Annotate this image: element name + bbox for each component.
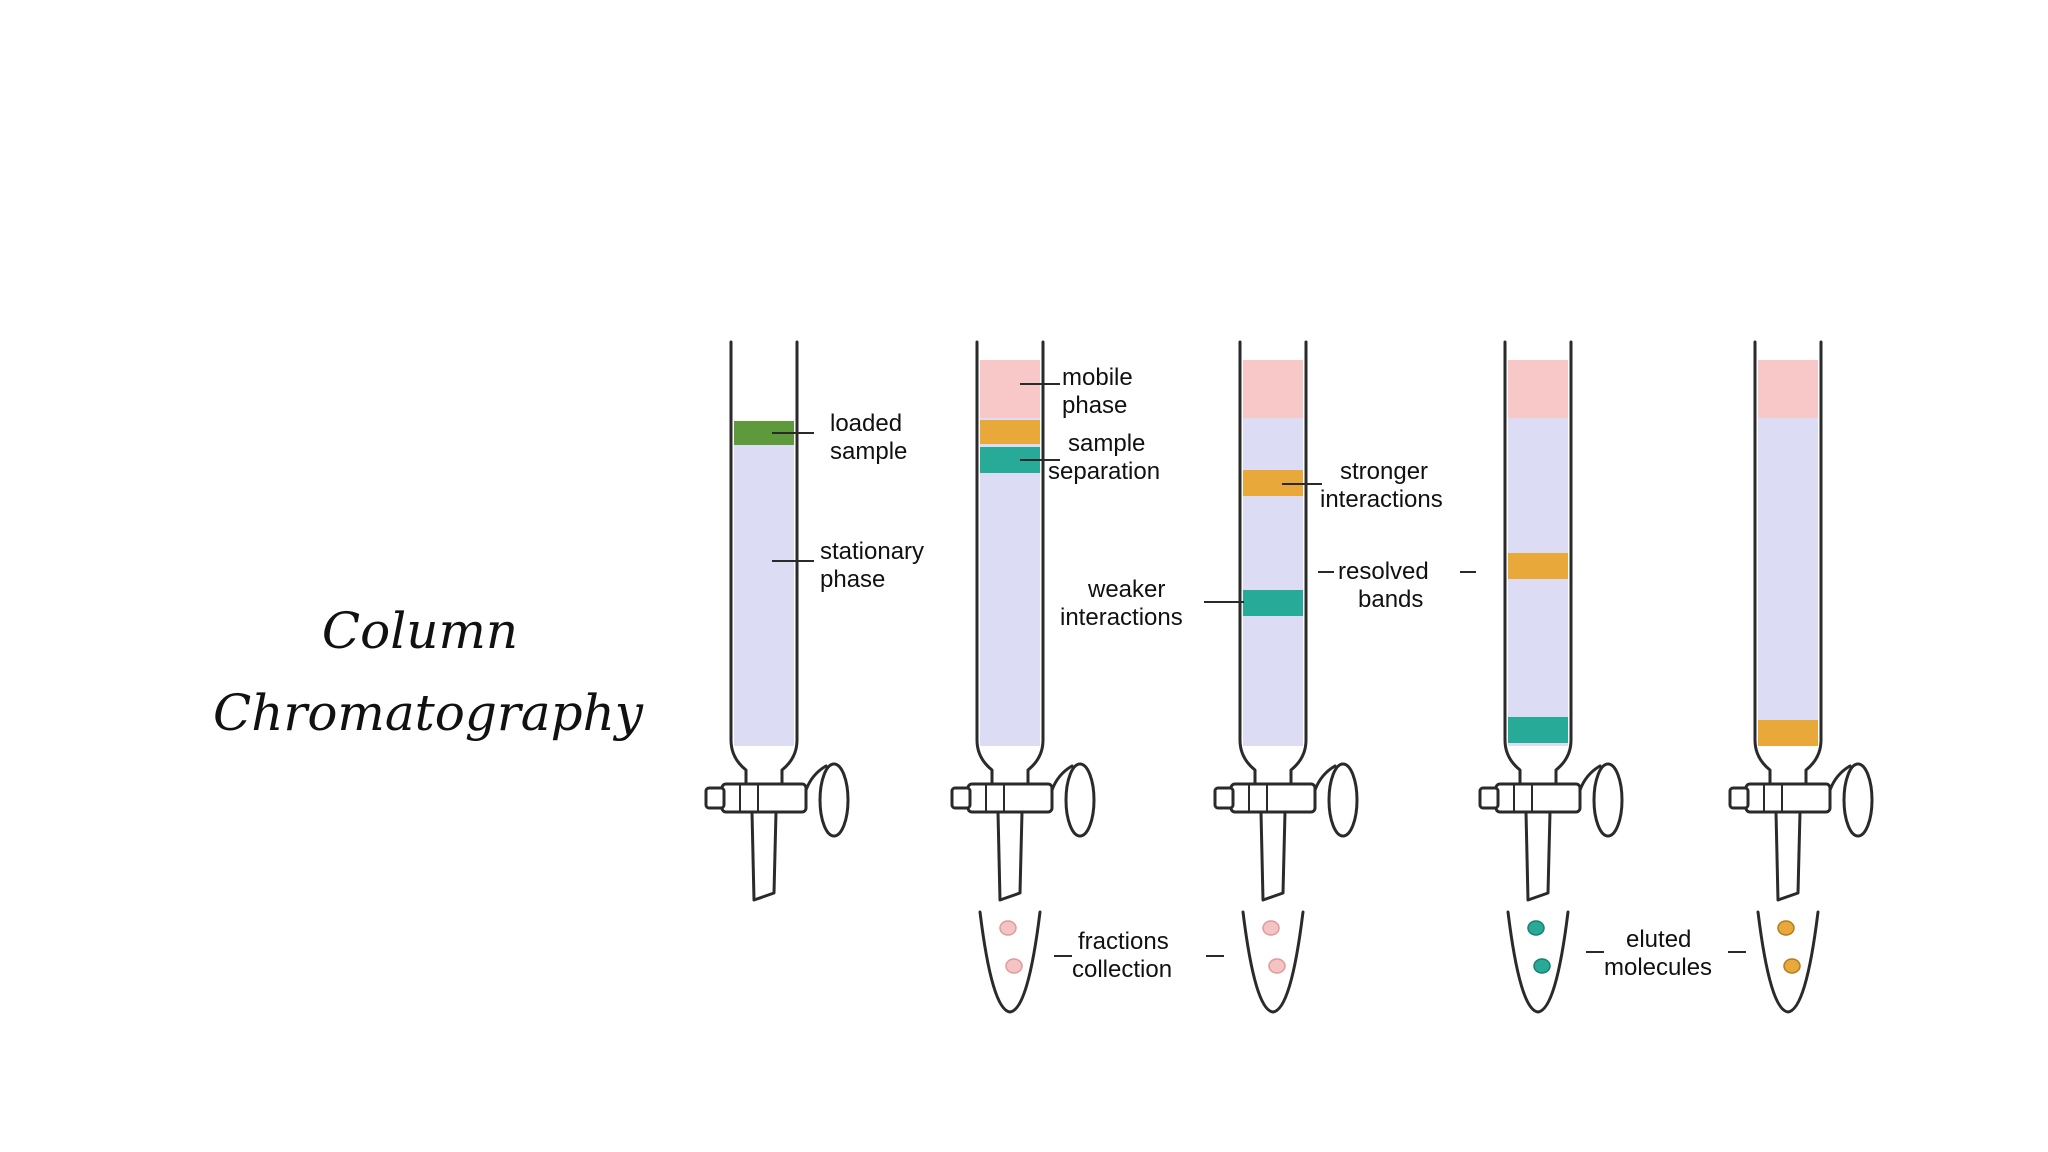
title-line-2: Chromatography [213,684,644,742]
column-2-droplet-2 [1005,958,1023,974]
column-4-stopcock-handle [1592,762,1624,838]
label-sample-separation: sample separation [1048,430,1160,485]
column-5-stationary-phase [1758,418,1818,746]
label-stationary-phase-line-1: stationary [820,538,924,565]
column-2-droplet-1 [999,920,1017,936]
column-3-handle-arm [1313,764,1337,792]
column-3-collection-tube [1241,910,1305,1014]
column-2-band-1 [980,420,1040,444]
label-stronger-interactions: stronger interactions [1320,458,1443,513]
column-2-stopcock-body [966,782,1054,814]
column-5-stopcock-knob-left [1728,786,1750,810]
label-sample-separation-line-2: separation [1048,458,1160,485]
column-4-stopcock-knob-left [1478,786,1500,810]
column-2-mobile-phase [980,360,1040,418]
column-2 [950,340,1096,1014]
column-4 [1478,340,1624,1014]
leader-lines [772,383,1746,957]
label-eluted-molecules-line-1: eluted [1626,926,1691,953]
column-5-mobile-phase [1758,360,1818,418]
column-3-stopcock-knob-left [1213,786,1235,810]
label-mobile-phase: mobile phase [1062,364,1133,419]
label-mobile-phase-line-2: phase [1062,392,1127,419]
column-4-collection-tube [1506,910,1570,1014]
label-loaded-sample-line-1: loaded [830,410,902,437]
column-4-droplet-1 [1527,920,1545,936]
column-3-tube-wall [1238,340,1308,786]
column-4-mobile-phase [1508,360,1568,418]
column-3 [1213,340,1359,1014]
column-3-outlet-tip [1259,810,1287,902]
label-loaded-sample-line-2: sample [830,438,907,465]
column-5-band-1 [1758,720,1818,746]
column-5-outlet-tip [1774,810,1802,902]
label-stronger-interactions-line-2: interactions [1320,486,1443,513]
label-stronger-interactions-line-1: stronger [1340,458,1428,485]
column-2-stopcock-handle [1064,762,1096,838]
column-3-stationary-phase [1243,418,1303,746]
column-1 [704,340,850,902]
column-3-mobile-phase [1243,360,1303,418]
column-2-collection-tube [978,910,1042,1014]
column-1-stopcock-knob-left [704,786,726,810]
label-fractions-collection-line-1: fractions [1078,928,1169,955]
label-loaded-sample: loaded sample [830,410,907,465]
column-1-stationary-phase [734,440,794,746]
column-4-band-2 [1508,717,1568,743]
columns-group [704,340,1874,1014]
column-3-band-2 [1243,590,1303,616]
label-fractions-collection-line-2: collection [1072,956,1172,983]
column-4-stationary-phase [1508,418,1568,746]
column-3-stopcock-body [1229,782,1317,814]
column-5-droplet-2 [1783,958,1801,974]
column-3-droplet-1 [1262,920,1280,936]
column-4-stopcock-body [1494,782,1582,814]
label-eluted-molecules-line-2: molecules [1604,954,1712,981]
column-5-stopcock-body [1744,782,1832,814]
column-4-droplet-2 [1533,958,1551,974]
column-5-collection-tube [1756,910,1820,1014]
column-4-handle-arm [1578,764,1602,792]
column-4-tube-wall [1503,340,1573,786]
column-5-droplet-1 [1777,920,1795,936]
column-2-outlet-tip [996,810,1024,902]
column-1-tube-wall [729,340,799,786]
column-1-outlet-tip [750,810,778,902]
label-weaker-interactions: weaker interactions [1060,576,1183,631]
column-5-tube-wall [1753,340,1823,786]
label-stationary-phase-line-2: phase [820,566,885,593]
column-1-handle-arm [804,764,828,792]
label-eluted-molecules: eluted molecules [1604,926,1712,981]
label-weaker-interactions-line-2: interactions [1060,604,1183,631]
label-sample-separation-line-1: sample [1068,430,1145,457]
column-5 [1728,340,1874,1014]
column-1-stopcock-body [720,782,808,814]
label-resolved-bands-line-2: bands [1358,586,1423,613]
column-2-tube-wall [975,340,1045,786]
column-5-stopcock-handle [1842,762,1874,838]
label-weaker-interactions-line-1: weaker [1087,576,1165,603]
label-stationary-phase: stationary phase [820,538,924,593]
label-resolved-bands-line-1: resolved [1338,558,1429,585]
label-mobile-phase-line-1: mobile [1062,364,1133,391]
column-4-outlet-tip [1524,810,1552,902]
column-3-stopcock-handle [1327,762,1359,838]
column-3-droplet-2 [1268,958,1286,974]
column-2-stopcock-knob-left [950,786,972,810]
column-4-band-1 [1508,553,1568,579]
label-fractions-collection: fractions collection [1072,928,1172,983]
title-line-1: Column [322,602,518,660]
column-2-handle-arm [1050,764,1074,792]
column-1-stopcock-handle [818,762,850,838]
label-resolved-bands: resolved bands [1338,558,1429,613]
column-5-handle-arm [1828,764,1852,792]
